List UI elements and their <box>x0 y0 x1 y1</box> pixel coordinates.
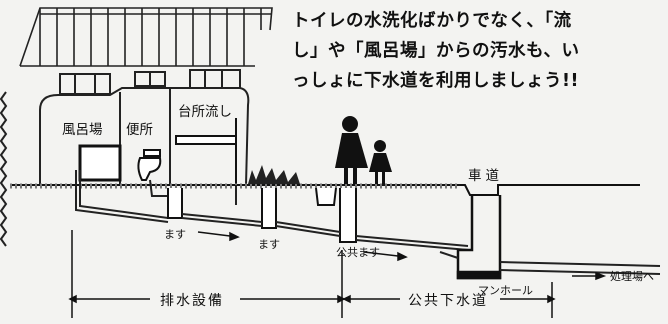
bathtub <box>78 144 122 182</box>
manhole-shaft <box>456 195 502 280</box>
house-drain-pipes <box>75 170 237 223</box>
manhole-label: マンホール <box>478 284 533 297</box>
dimension-lines <box>68 230 556 318</box>
public-sewer-pipe <box>439 251 661 275</box>
caption-text: トイレの水洗化ばかりでなく、「流 し」や「風呂場」からの汚水も、い っしょに下水… <box>292 6 662 96</box>
road-label: 車道 <box>468 168 503 184</box>
room-label-kitchen: 台所流し <box>178 104 232 120</box>
flow-arrows <box>197 231 607 281</box>
caption-line-3: っしょに下水道を利用しましょう!! <box>292 71 579 91</box>
kitchen-sink <box>175 118 237 185</box>
house-walls <box>39 69 250 186</box>
drainage-facility-label: 排水設備 <box>160 293 224 309</box>
ground-line <box>10 184 640 196</box>
bushes <box>248 165 300 184</box>
public-masu-label: 公共ます <box>336 246 380 259</box>
private-masu-boxes <box>167 188 277 229</box>
masu-label-1: ます <box>164 228 186 241</box>
public-sewer-label: 公共下水道 <box>408 293 488 309</box>
caption-line-2: し」や「風呂場」からの汚水も、い <box>292 41 580 61</box>
room-label-toilet: 便所 <box>126 122 153 138</box>
house-roof <box>19 7 273 67</box>
public-masu-box <box>339 188 357 243</box>
room-label-bath: 風呂場 <box>62 122 103 138</box>
caption-line-1: トイレの水洗化ばかりでなく、「流 <box>292 11 572 31</box>
treatment-plant-label: 処理場へ <box>610 270 654 283</box>
road-gully <box>315 187 337 206</box>
left-zigzag-border <box>0 91 8 247</box>
lateral-sewer-pipe <box>181 213 469 251</box>
masu-label-2: ます <box>258 238 280 251</box>
toilet-bowl <box>137 149 162 181</box>
people-silhouettes <box>335 116 392 184</box>
